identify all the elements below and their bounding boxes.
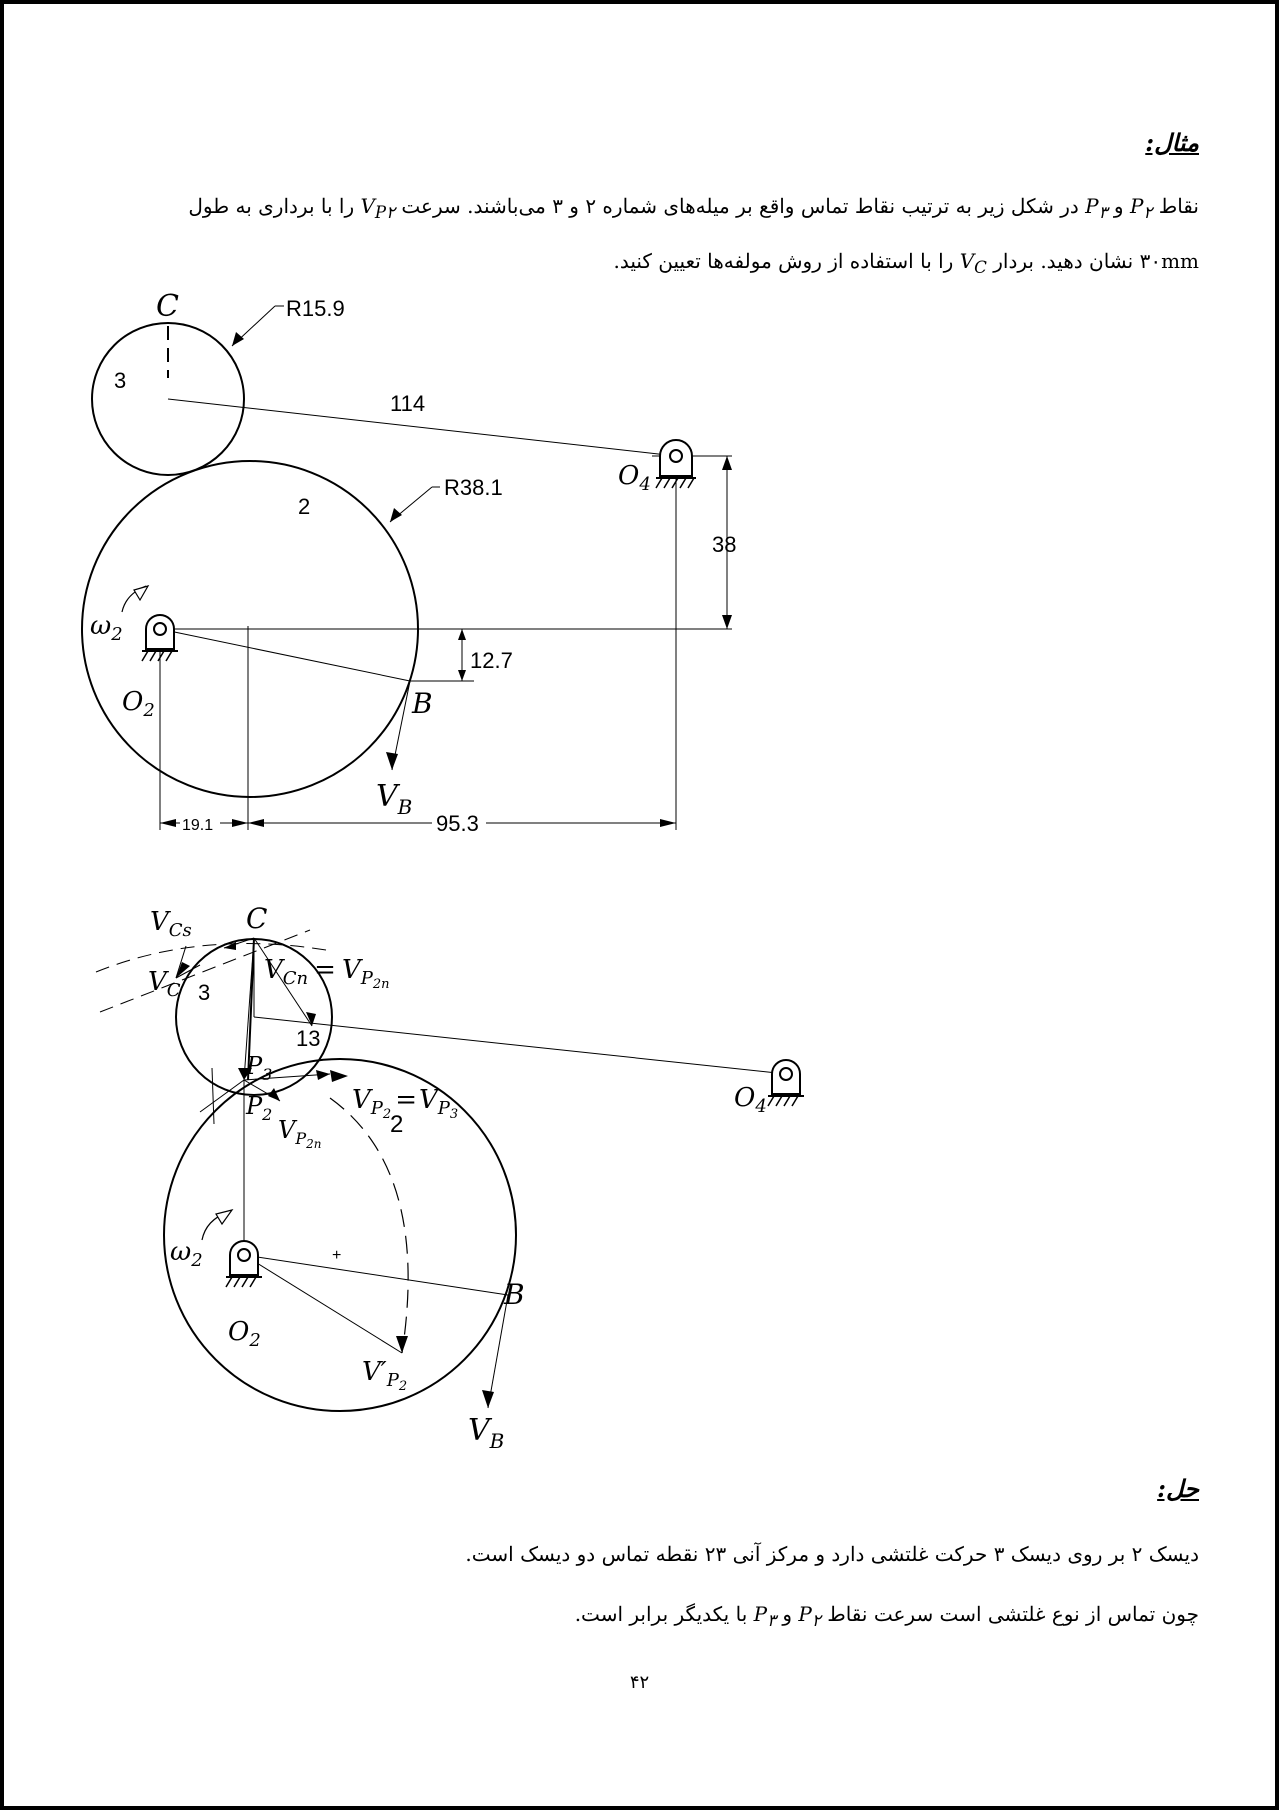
label-disk-3: 3 bbox=[114, 368, 126, 393]
label-disk-2-solution: 2 bbox=[390, 1111, 403, 1138]
label-disk-2: 2 bbox=[298, 494, 310, 519]
label-vb: VB bbox=[376, 779, 412, 819]
label-o4-solution: O4 bbox=[734, 1083, 767, 1117]
label-o4: O4 bbox=[618, 461, 651, 495]
label-c-solution: C bbox=[246, 902, 267, 935]
label-114: 114 bbox=[390, 391, 425, 416]
example-heading: مثال: bbox=[1145, 128, 1199, 157]
label-vb-solution: VB bbox=[468, 1413, 504, 1453]
label-c: C bbox=[156, 289, 179, 324]
omega-arrow bbox=[121, 585, 150, 613]
ground-pivot-o2-solution bbox=[225, 1240, 262, 1288]
label-12-7: 12.7 bbox=[470, 648, 513, 673]
mechanism-figure-1: C R15.9 3 114 O4 R38.1 2 38 ω2 12.7 O2 B… bbox=[81, 289, 736, 836]
label-vp2-vp3: VP2=VP3 bbox=[352, 1085, 458, 1122]
label-19-1: 19.1 bbox=[182, 817, 213, 834]
label-omega2-solution: ω2 bbox=[170, 1237, 203, 1271]
label-vc: VC bbox=[148, 967, 181, 1001]
label-r15-9: R15.9 bbox=[286, 296, 345, 321]
ground-pivot-o4-solution bbox=[767, 1059, 804, 1107]
omega-arrow-solution bbox=[201, 1209, 234, 1241]
label-o2-solution: O2 bbox=[228, 1317, 261, 1351]
label-p2: P2 bbox=[245, 1092, 272, 1124]
label-p3: P3 bbox=[245, 1052, 272, 1084]
label-r38-1: R38.1 bbox=[444, 475, 503, 500]
label-vcs: VCs bbox=[150, 907, 192, 941]
solution-text: دیسک ۲ بر روی دیسک ۳ حرکت غلتشی دارد و م… bbox=[465, 1542, 1199, 1630]
page-number: ۴۲ bbox=[629, 1672, 650, 1693]
ground-pivot-o2 bbox=[141, 614, 178, 662]
ground-pivot-o4 bbox=[655, 439, 696, 489]
disk-2-solution bbox=[163, 1058, 517, 1412]
disk-3 bbox=[91, 322, 245, 476]
label-vp2n: VP2n bbox=[278, 1116, 321, 1151]
label-center-plus: + bbox=[332, 1247, 341, 1264]
label-13: 13 bbox=[296, 1026, 320, 1051]
example-statement: نقاط P۲ و P۳ در شکل زیر به ترتیب نقاط تم… bbox=[188, 194, 1199, 277]
mechanism-figure-2: VCs C VC 3 VCn=VP2n 13 P3 P2 VP2=VP3 2 V… bbox=[95, 902, 804, 1453]
label-38: 38 bbox=[712, 532, 736, 557]
label-95-3: 95.3 bbox=[436, 811, 479, 836]
label-o2: O2 bbox=[122, 687, 155, 721]
label-b-solution: B bbox=[503, 1278, 525, 1311]
solution-heading: حل: bbox=[1157, 1474, 1199, 1503]
label-omega2: ω2 bbox=[90, 611, 123, 645]
label-vcn-vp2n: VCn=VP2n bbox=[264, 955, 390, 992]
label-disk-3-solution: 3 bbox=[198, 980, 210, 1005]
label-v-prime-p2: V′P2 bbox=[362, 1357, 407, 1394]
label-b: B bbox=[411, 687, 433, 720]
